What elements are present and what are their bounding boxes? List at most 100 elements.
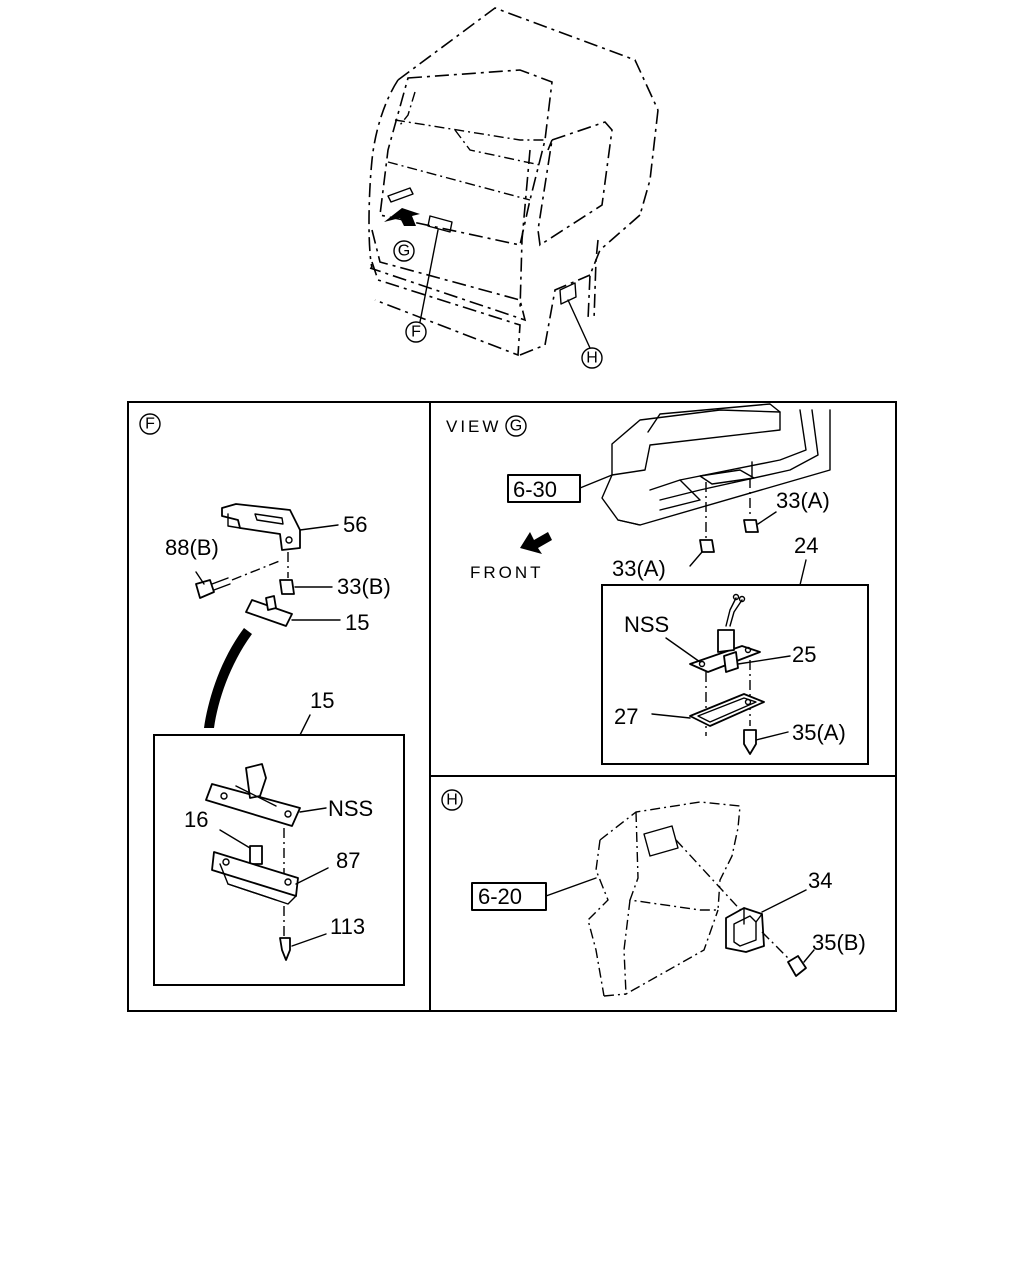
front-arrow — [520, 532, 552, 554]
bulb-socket-g — [717, 629, 735, 653]
plate-f — [427, 215, 453, 233]
door-window — [537, 121, 613, 247]
view-g-circle-text: G — [510, 418, 522, 435]
lamp-15-small — [245, 599, 293, 627]
leader-6-30 — [579, 474, 613, 489]
leader-34 — [761, 889, 807, 913]
arrow-view-g — [384, 208, 420, 226]
housing-27 — [689, 693, 765, 727]
label-56: 56 — [343, 512, 367, 537]
bracket-56-tab — [227, 513, 241, 529]
label-16: 16 — [184, 807, 208, 832]
ref-6-20-text: 6-20 — [478, 884, 522, 909]
callout-f-text: F — [411, 324, 421, 341]
screw-113 — [279, 937, 291, 961]
lamp-mount-h — [643, 825, 679, 857]
leader-f — [419, 229, 439, 323]
leader-25 — [737, 655, 791, 665]
door-window-frame — [547, 139, 553, 151]
leader-nss-f — [299, 807, 327, 813]
cab-front-curve-1 — [649, 409, 807, 491]
rear-wheel-arch — [587, 214, 641, 321]
label-33a-1: 33(A) — [776, 488, 830, 513]
cab-roof-line — [397, 7, 659, 111]
housing-27-inner — [697, 697, 757, 723]
plate-g — [387, 187, 414, 203]
label-88b: 88(B) — [165, 535, 219, 560]
label-87: 87 — [336, 848, 360, 873]
panel-g: VIEW G 6-30 FRONT 33(A) 33(A) 24 — [446, 403, 869, 765]
callout-h-circle — [581, 347, 603, 369]
label-15a: 15 — [345, 610, 369, 635]
cab-front-edge — [617, 519, 641, 526]
leader-27 — [651, 713, 691, 719]
step-line — [519, 274, 591, 356]
leader-6-20 — [545, 877, 597, 897]
leader-33a-2 — [689, 551, 703, 567]
dash-left — [399, 91, 416, 126]
label-34: 34 — [808, 868, 832, 893]
panel-f: F 56 88(B) 33(B) 15 15 — [139, 413, 405, 986]
panel-f-circle — [139, 413, 161, 435]
wire-end-1 — [732, 593, 740, 601]
cab-rear-edge — [639, 109, 659, 216]
side-lamp-34-edge — [743, 907, 763, 925]
label-24: 24 — [794, 533, 818, 558]
label-15b: 15 — [310, 688, 334, 713]
leader-33a-1 — [757, 511, 777, 525]
screw-35a — [743, 729, 757, 755]
housing-hole-left — [222, 858, 230, 866]
front-panel — [369, 229, 527, 322]
bolt-88b-shank — [211, 577, 231, 591]
label-33b: 33(B) — [337, 574, 391, 599]
nut-33b — [279, 579, 295, 595]
label-nss-g: NSS — [624, 612, 669, 637]
leader-h — [567, 299, 591, 349]
screw-35b-axis — [761, 931, 791, 961]
lens-hole-left — [220, 792, 228, 800]
label-nss-f: NSS — [328, 796, 373, 821]
zoom-wedge — [204, 628, 252, 728]
lamp-mount-plate — [699, 469, 755, 485]
callout-f-circle — [405, 321, 427, 343]
label-27: 27 — [614, 704, 638, 729]
leader-15b — [299, 714, 311, 736]
lens-g-hole-l — [698, 660, 706, 668]
label-35b: 35(B) — [812, 930, 866, 955]
detail-frame-outer — [127, 401, 897, 1012]
lens-ridge — [235, 785, 277, 807]
panel-h-circle — [441, 789, 463, 811]
bulb-16 — [249, 845, 263, 865]
body-panel-top — [599, 801, 741, 911]
wiper-line — [387, 161, 531, 201]
lens-g-hole-r — [744, 646, 752, 654]
body-panel-bottom — [603, 993, 627, 997]
leader-16 — [219, 829, 251, 849]
body-panel-lower — [623, 899, 719, 996]
cab-front-recess — [611, 409, 781, 476]
leader-35a — [755, 731, 789, 741]
lamp-wires — [725, 597, 743, 627]
screw-35b — [787, 955, 807, 977]
front-text: FRONT — [470, 563, 544, 582]
bolt-88b-axis — [231, 559, 283, 581]
callout-g-text: G — [398, 243, 410, 260]
bulb-25 — [723, 651, 739, 673]
cab-overview: G F H — [368, 7, 659, 369]
leader-56 — [299, 524, 339, 531]
leader-24 — [799, 559, 807, 586]
windshield — [379, 69, 553, 246]
lamp-15-socket — [265, 595, 277, 611]
housing-27-hole — [744, 698, 752, 706]
callout-g-circle — [393, 240, 415, 262]
inset-frame-24 — [601, 584, 869, 765]
label-33a-2: 33(A) — [612, 556, 666, 581]
rear-edge-2 — [593, 239, 599, 321]
dashboard-line — [394, 119, 545, 141]
view-g-circle — [505, 415, 527, 437]
bolt-88b-head — [195, 579, 215, 599]
housing-87-lip — [227, 883, 277, 901]
leader-88b — [195, 571, 205, 585]
